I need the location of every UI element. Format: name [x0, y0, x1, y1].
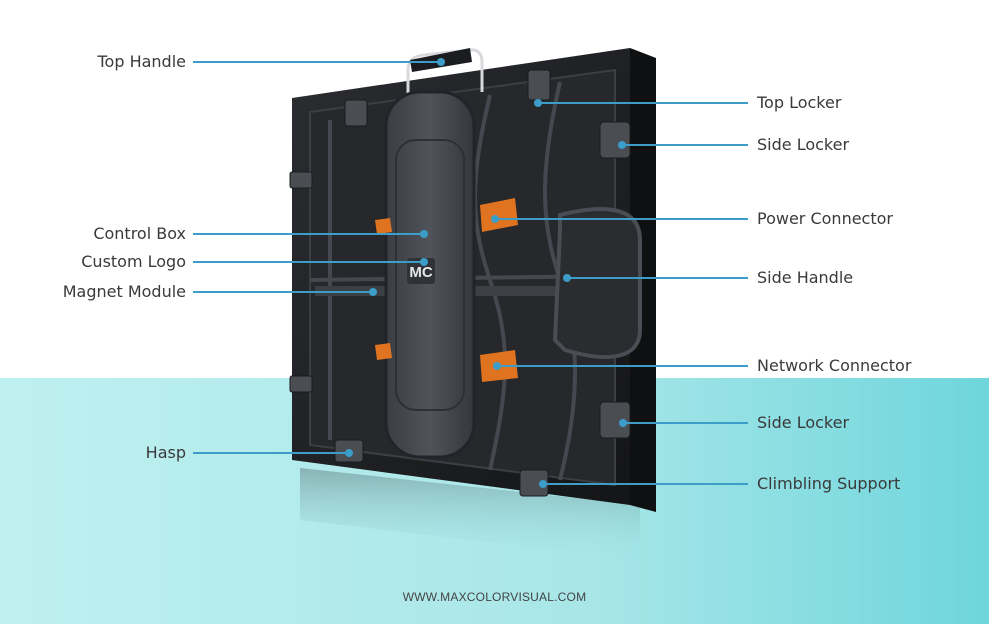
leader-dot-control-box — [420, 230, 428, 238]
power-connector-shape — [375, 198, 518, 234]
side-handle-shape — [552, 207, 642, 359]
label-side-handle: Side Handle — [757, 268, 854, 287]
panel-reflection — [300, 468, 640, 560]
leader-dot-hasp — [345, 449, 353, 457]
led-cabinet: MC — [289, 48, 656, 512]
panel-side-edge — [630, 48, 656, 512]
leader-dot-top-handle — [437, 58, 445, 66]
leader-lines — [193, 58, 748, 488]
website-footer: WWW.MAXCOLORVISUAL.COM — [402, 590, 587, 604]
label-network-connector: Network Connector — [757, 356, 912, 375]
leader-dot-power-connector — [491, 215, 499, 223]
leader-dot-side-locker-bottom — [619, 419, 627, 427]
leader-dot-climbing-support — [539, 480, 547, 488]
label-side-locker-bottom: Side Locker — [757, 413, 850, 432]
label-top-handle: Top Handle — [97, 52, 186, 71]
label-power-connector: Power Connector — [757, 209, 893, 228]
control-box-recess — [395, 139, 465, 411]
label-magnet-module: Magnet Module — [62, 282, 186, 301]
leader-dot-network-connector — [493, 362, 501, 370]
leader-dot-side-handle — [563, 274, 571, 282]
label-custom-logo: Custom Logo — [81, 252, 186, 271]
leader-dot-custom-logo — [420, 258, 428, 266]
top-handle-shape — [406, 48, 484, 98]
leader-dot-side-locker-top — [618, 141, 626, 149]
leader-dot-magnet-module — [369, 288, 377, 296]
label-climbing-support: Climbling Support — [757, 474, 901, 493]
custom-logo-plate — [407, 258, 435, 284]
leader-dot-top-locker — [534, 99, 542, 107]
label-side-locker-top: Side Locker — [757, 135, 850, 154]
label-hasp: Hasp — [145, 443, 186, 462]
label-top-locker: Top Locker — [757, 93, 842, 112]
panel-hardware — [289, 69, 631, 497]
custom-logo-text: MC — [409, 264, 432, 281]
label-control-box: Control Box — [93, 224, 186, 243]
